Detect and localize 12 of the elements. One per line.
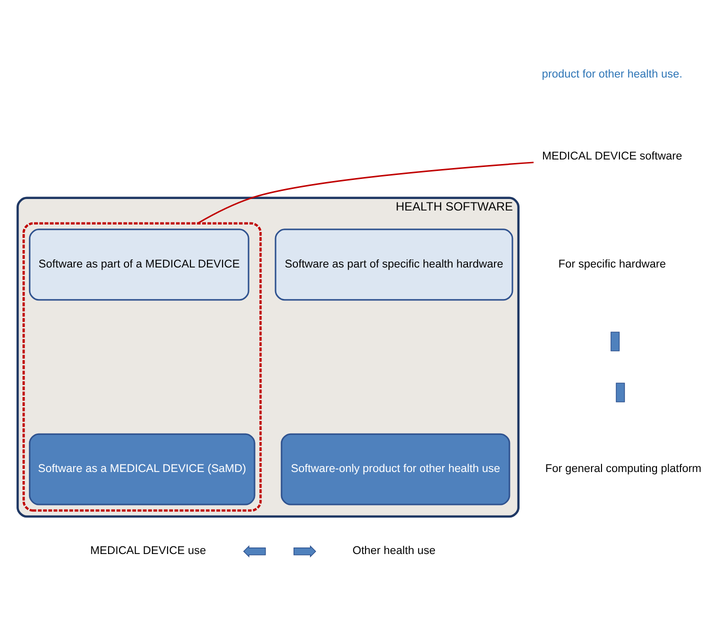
- label: product for other health use.: [542, 68, 682, 80]
- node-box: Software as part of a MEDICAL DEVICE: [28, 228, 250, 300]
- node-box: Software as a MEDICAL DEVICE (SaMD): [28, 432, 256, 505]
- node-box: Software-only product for other health use: [280, 432, 510, 505]
- label: MEDICAL DEVICE use: [90, 544, 206, 557]
- label: For specific hardware: [558, 258, 666, 270]
- node-text: MEDICAL DEVICE software: [542, 150, 682, 162]
- label: For general computing platform: [545, 462, 702, 474]
- connector: [197, 161, 534, 224]
- label: Other health use: [352, 544, 436, 557]
- cluster: [22, 222, 262, 512]
- node-box: Software as part of specific health hardware: [274, 228, 514, 300]
